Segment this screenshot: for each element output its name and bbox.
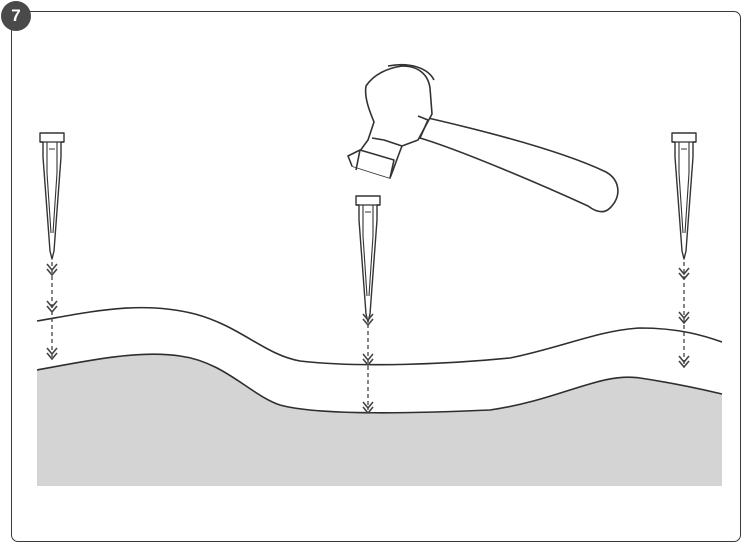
hammer-icon (347, 64, 619, 213)
ground-soil (37, 354, 722, 486)
ground-surface-line (36, 353, 723, 414)
step-number-badge: 7 (1, 1, 31, 31)
fabric-edge-line (36, 306, 723, 366)
ground-stake-left (39, 132, 65, 360)
ground-stake-middle (355, 195, 381, 414)
ground-stake-right (671, 132, 697, 368)
